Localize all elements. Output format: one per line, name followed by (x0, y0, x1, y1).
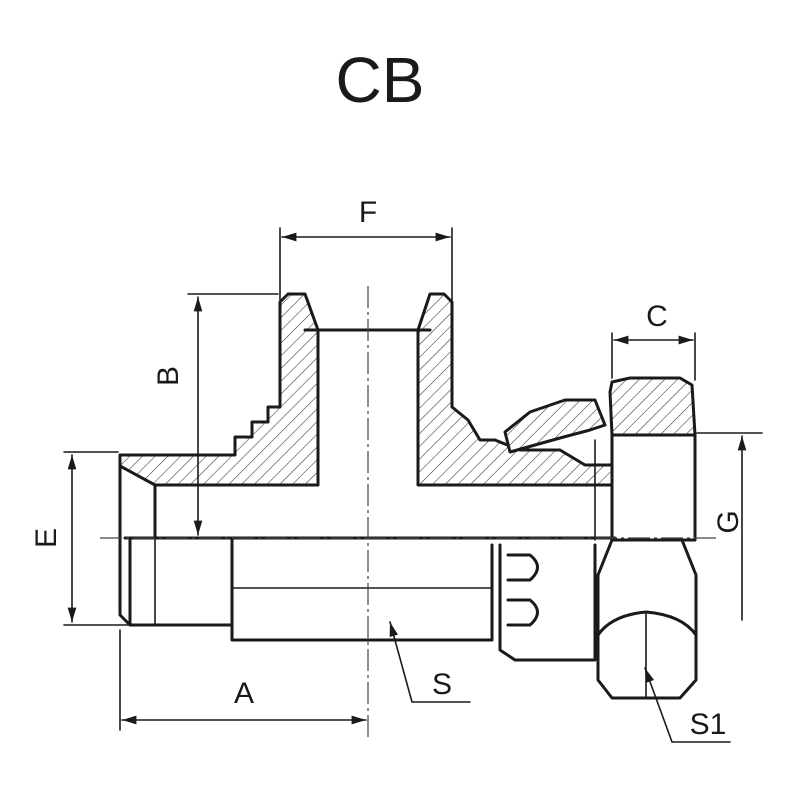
branch-right-wall-section (416, 292, 614, 487)
nut-hex-face (596, 610, 698, 637)
body-lower-outline (230, 543, 494, 642)
label-s: S (432, 668, 452, 701)
label-s1: S1 (690, 708, 727, 741)
male-thread-end (118, 464, 234, 627)
swivel-ring-bottom (506, 598, 539, 627)
swivel-nut-outline (596, 433, 698, 700)
swivel-collar (498, 543, 597, 662)
dim-e-label: E (30, 528, 63, 548)
dim-a-label: A (234, 677, 254, 710)
nut-upper-section (608, 376, 697, 437)
drawing-title: CB (336, 44, 425, 116)
dim-c-label: C (646, 300, 668, 333)
dim-f-label: F (359, 196, 377, 229)
leader-s1 (644, 667, 731, 743)
branch-left-wall-section (118, 292, 320, 487)
swivel-seat-section (503, 398, 607, 454)
leader-s (389, 621, 471, 703)
swivel-ring-top (506, 553, 539, 582)
dim-b-label: B (152, 366, 185, 386)
dim-g-label: G (712, 510, 745, 533)
